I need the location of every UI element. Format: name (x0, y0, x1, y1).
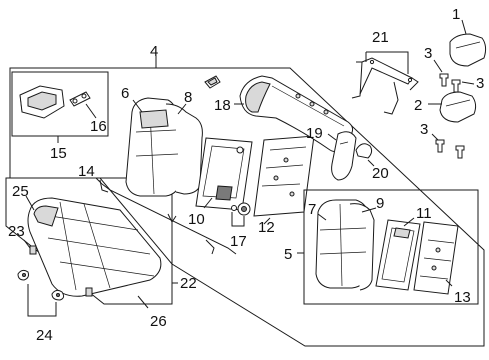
callout-18: 18 (214, 97, 231, 114)
callout-24: 24 (36, 327, 53, 344)
callout-11: 11 (416, 205, 432, 222)
callout-3c: 3 (420, 121, 428, 138)
callout-16: 16 (90, 118, 107, 135)
right-back-panel-part (413, 221, 459, 295)
leader-3b (461, 81, 475, 85)
armrest-box (11, 71, 109, 137)
seat-wire-part (99, 179, 237, 255)
leader-23 (23, 239, 31, 249)
headrest-lower-part (439, 91, 477, 123)
callout-13: 13 (454, 289, 471, 306)
callout-9: 9 (376, 195, 384, 212)
seatback-frame-part (195, 137, 253, 211)
grommet-part (231, 202, 251, 216)
callout-1: 1 (452, 6, 460, 23)
armrest-bracket (69, 91, 91, 107)
leader-12 (263, 217, 271, 225)
callout-15: 15 (50, 145, 67, 162)
cap-part (355, 143, 373, 159)
seatback-right-frame-part (375, 219, 421, 291)
leader-11 (403, 217, 415, 227)
leader-6 (132, 99, 143, 113)
callout-3b: 3 (476, 75, 484, 92)
callout-2: 2 (414, 97, 422, 114)
callout-17: 17 (230, 233, 247, 250)
leader-25 (25, 195, 35, 211)
callout-19: 19 (306, 125, 323, 142)
bolt-parts (435, 73, 465, 159)
leader-16 (85, 103, 97, 119)
seatback-upper-part (239, 75, 354, 153)
leader-7 (317, 213, 327, 221)
leader-24 (27, 284, 57, 317)
seatback-right-part (315, 199, 375, 291)
leader-3c (431, 133, 439, 141)
seat-cushion-part (27, 197, 162, 297)
side-bolster-part (331, 131, 357, 181)
right-seatback-box (303, 189, 479, 305)
callout-5: 5 (284, 246, 292, 263)
callout-22: 22 (180, 275, 197, 292)
leader-8 (177, 103, 187, 115)
seatback-left-part (125, 97, 203, 197)
leader-26 (137, 295, 149, 309)
callout-23: 23 (8, 223, 25, 240)
callout-8: 8 (184, 89, 192, 106)
callout-7: 7 (308, 201, 316, 218)
leader-13 (445, 279, 453, 287)
callout-4: 4 (150, 43, 158, 60)
callout-10: 10 (188, 211, 205, 228)
back-panel-part (253, 135, 315, 217)
callout-14: 14 (78, 163, 95, 180)
callout-21: 21 (372, 29, 389, 46)
leader-3a (433, 59, 443, 73)
callout-26: 26 (150, 313, 167, 330)
armrest-part (19, 85, 65, 119)
callout-20: 20 (372, 165, 389, 182)
callout-25: 25 (12, 183, 29, 200)
leader-17 (231, 212, 245, 227)
callout-12: 12 (258, 219, 275, 236)
leader-10 (203, 197, 213, 209)
leader-21 (365, 51, 409, 74)
headrest-wire-part (351, 57, 419, 115)
seat-cushion-box (5, 177, 173, 305)
leader-1 (461, 19, 467, 35)
clip-part (204, 75, 221, 89)
callout-3a: 3 (424, 45, 432, 62)
hook-parts (17, 269, 65, 301)
callout-6: 6 (121, 85, 129, 102)
leader-20 (367, 159, 375, 167)
headrest-upper-part (449, 33, 487, 67)
leader-14 (95, 177, 103, 185)
leader-9 (361, 207, 377, 213)
leader-19 (327, 133, 337, 141)
cushion-clip-parts (29, 245, 93, 297)
